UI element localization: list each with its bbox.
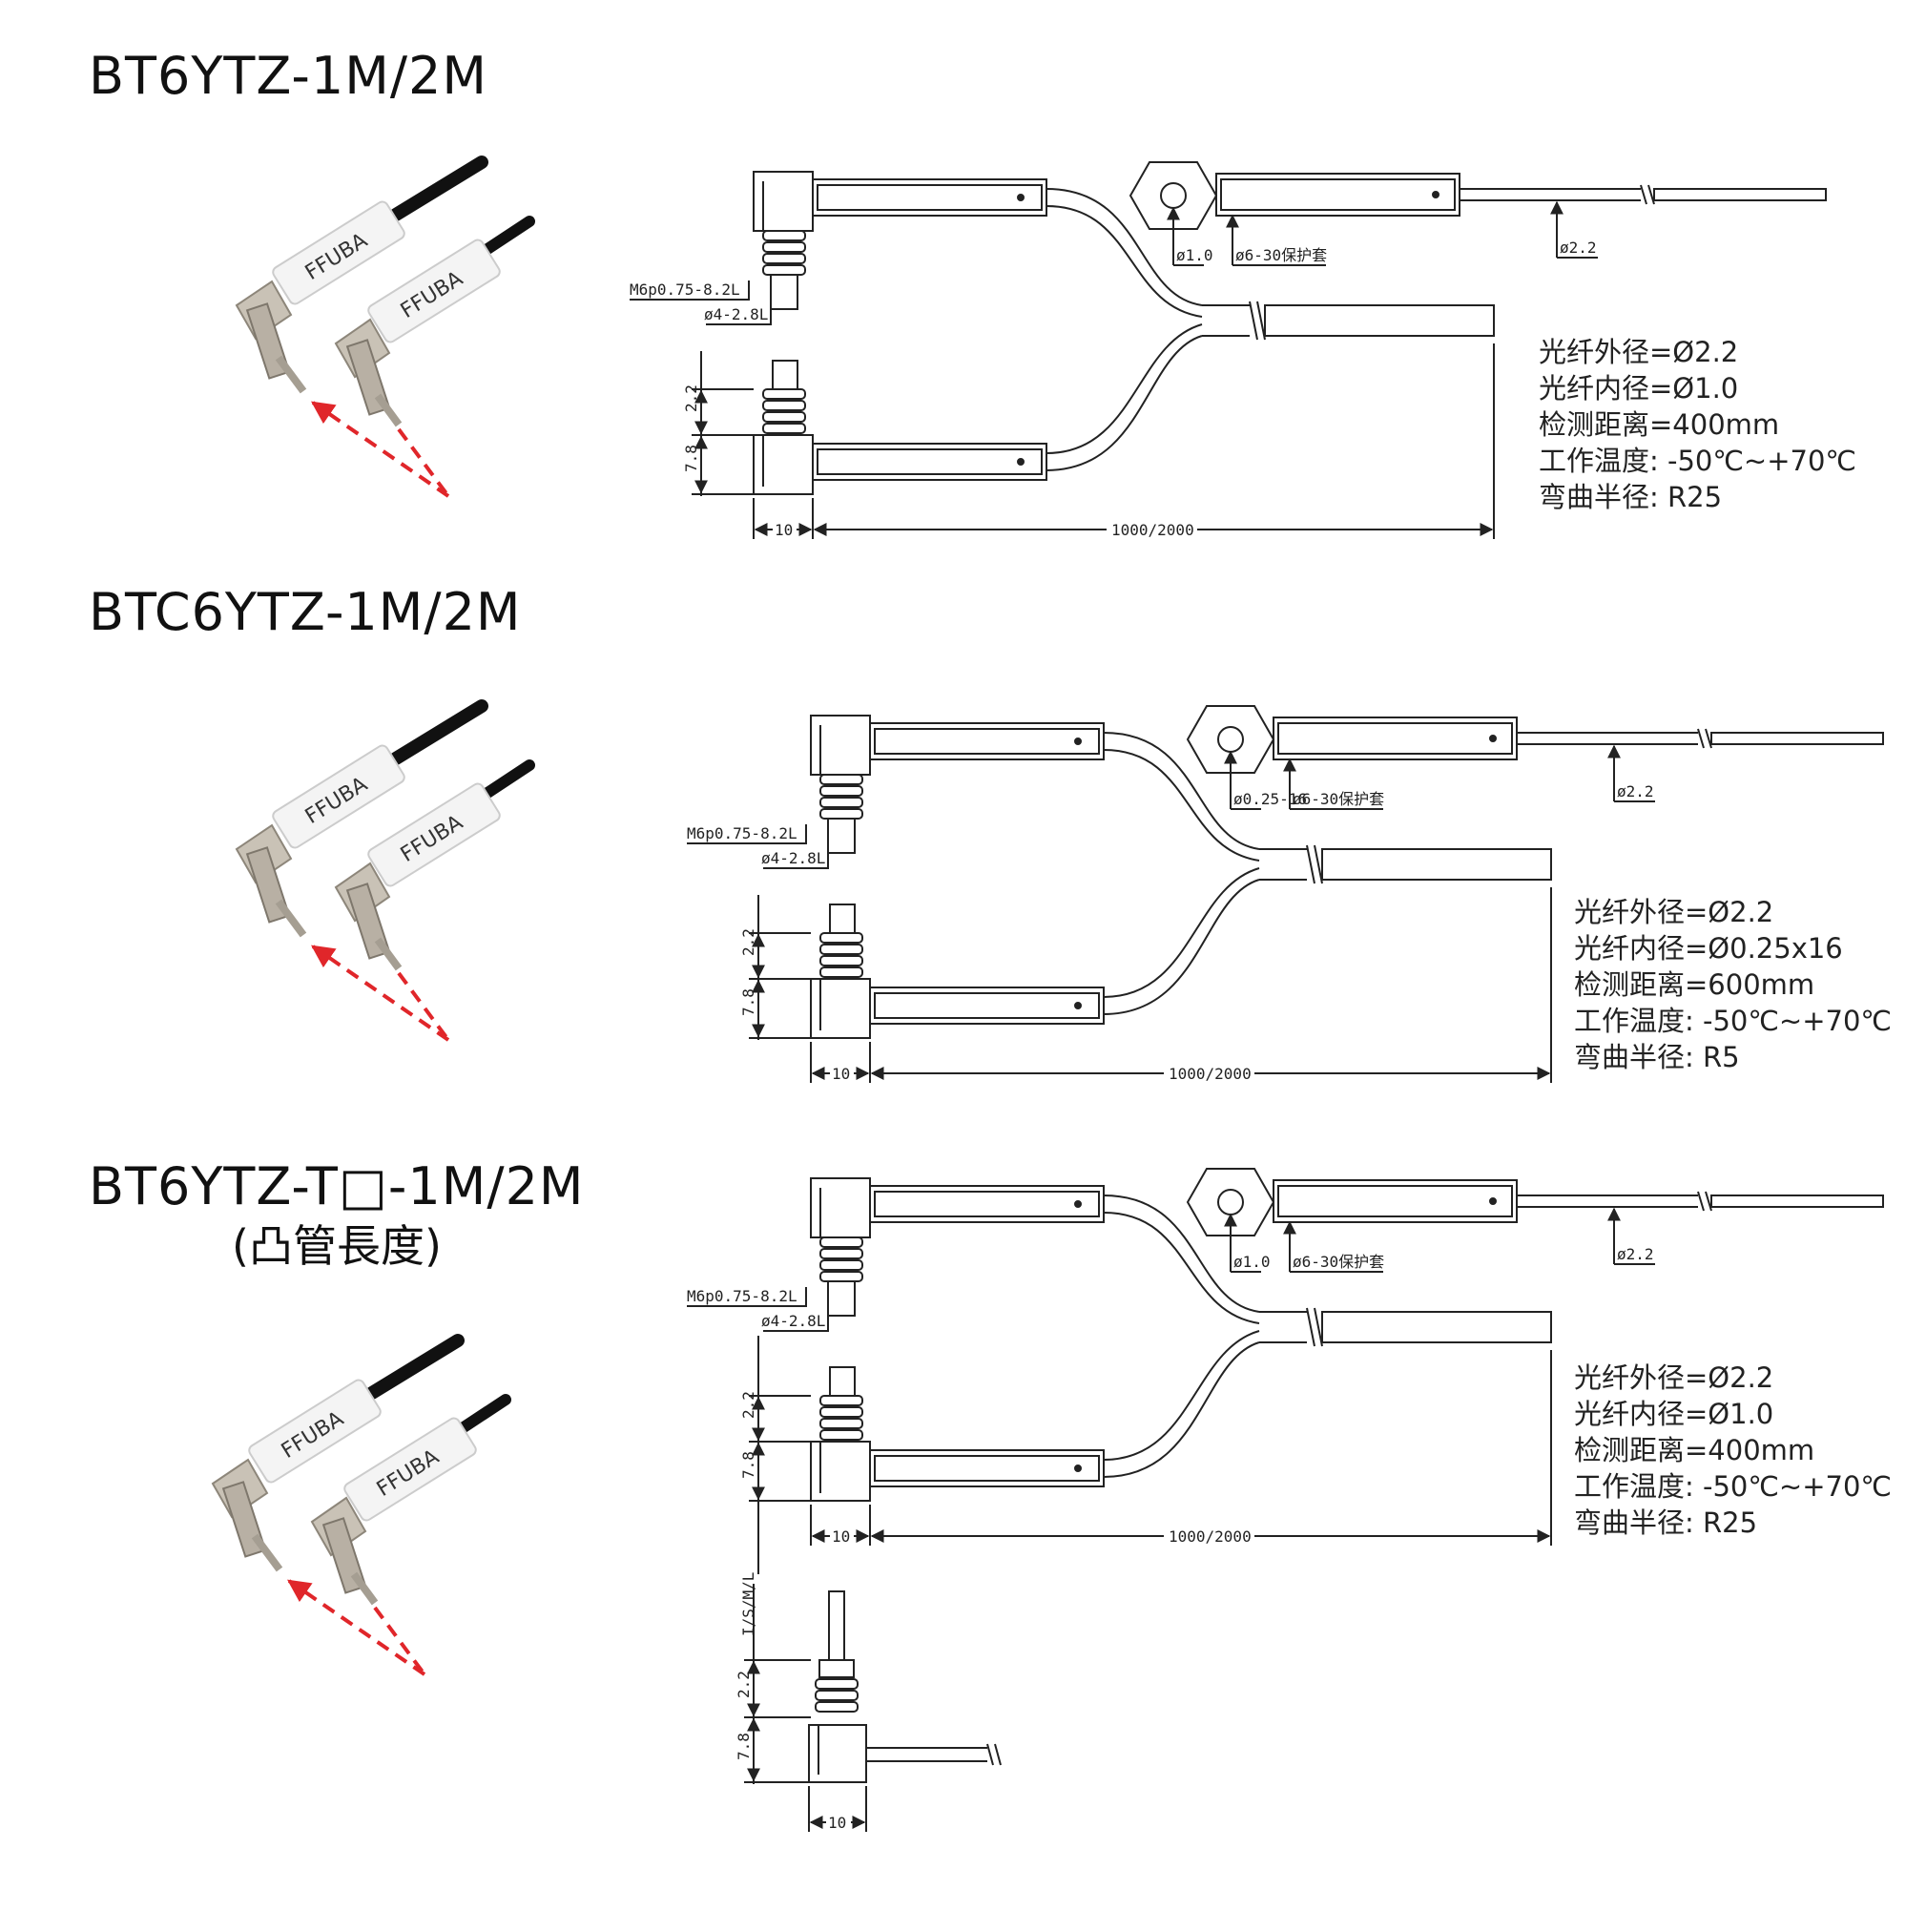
- detail-dim-2-2-label: 2.2: [735, 1671, 753, 1698]
- sensor-head-2: FFUBA: [334, 759, 535, 971]
- sleeve-dim-label: ø6-30保护套: [1293, 790, 1384, 808]
- dim-10-label: 10: [832, 1065, 850, 1083]
- core-dim-label: ø1.0: [1233, 1253, 1271, 1271]
- fiber-end-detail: [1186, 1168, 1884, 1236]
- sensor-head-1: FFUBA: [235, 699, 488, 938]
- spec-detection-distance: 检测距离=400mm: [1539, 408, 1780, 441]
- diagram-section-3: FFUBA FFUBA: [211, 1168, 1884, 1676]
- dim-2-2-label: 2.2: [682, 384, 700, 412]
- core-dim-label: ø1.0: [1176, 246, 1213, 264]
- spec-list-3: 光纤外径=Ø2.2 光纤内径=Ø1.0 检测距离=400mm 工作温度: -50…: [1574, 1360, 1892, 1541]
- diagram-section-2: FFUBA FFUBA: [235, 699, 1884, 1083]
- upper-sensor-head: [810, 715, 1105, 854]
- dimension-labels: M6p0.75-8.2L ø4-2.8L 2.2 7.8 10 1000/200…: [630, 239, 1597, 539]
- dim-7-8-label: 7.8: [739, 1451, 757, 1479]
- spec-operating-temp: 工作温度: -50℃~+70℃: [1574, 1470, 1892, 1503]
- extended-tube-detail: 2.2 7.8 10: [735, 1336, 1002, 1832]
- spec-inner-diameter: 光纤内径=Ø1.0: [1574, 1398, 1774, 1430]
- spec-inner-diameter: 光纤内径=Ø1.0: [1539, 372, 1739, 405]
- length-dim-label: 1000/2000: [1169, 1065, 1252, 1083]
- dim-7-8-label: 7.8: [682, 445, 700, 472]
- upper-sensor-head: [753, 171, 1047, 310]
- spec-detection-distance: 检测距离=400mm: [1574, 1434, 1815, 1466]
- technical-drawing: [630, 161, 1827, 539]
- lower-sensor-head: [810, 904, 1105, 1039]
- spec-bend-radius: 弯曲半径: R5: [1574, 1041, 1740, 1073]
- tip-dim-label: ø4-2.8L: [761, 1312, 825, 1330]
- spec-outer-diameter: 光纤外径=Ø2.2: [1574, 896, 1774, 928]
- detail-dim-7-8-label: 7.8: [735, 1733, 753, 1760]
- model-subtitle-3: (凸管長度): [232, 1220, 442, 1272]
- model-title-1: BT6YTZ-1M/2M: [89, 46, 487, 106]
- spec-operating-temp: 工作温度: -50℃~+70℃: [1574, 1005, 1892, 1037]
- spec-list-1: 光纤外径=Ø2.2 光纤内径=Ø1.0 检测距离=400mm 工作温度: -50…: [1539, 334, 1856, 515]
- dim-7-8-label: 7.8: [739, 988, 757, 1016]
- upper-sensor-head: [810, 1177, 1105, 1317]
- dim-10-label: 10: [832, 1527, 850, 1546]
- technical-drawing: [687, 1168, 1884, 1546]
- spec-list-2: 光纤外径=Ø2.2 光纤内径=Ø0.25x16 检测距离=600mm 工作温度:…: [1574, 894, 1892, 1075]
- sensor-head-1: FFUBA: [211, 1334, 465, 1572]
- spec-bend-radius: 弯曲半径: R25: [1574, 1506, 1758, 1539]
- sensor-head-2: FFUBA: [310, 1394, 511, 1606]
- detection-beam: [287, 1579, 426, 1676]
- product-photo: FFUBA FFUBA: [235, 156, 535, 498]
- cable-dim-label: ø2.2: [1617, 1245, 1654, 1263]
- thread-dim-label: M6p0.75-8.2L: [687, 824, 797, 842]
- spec-outer-diameter: 光纤外径=Ø2.2: [1539, 336, 1739, 368]
- core-dim-label: ø0.25-16: [1233, 790, 1307, 808]
- dim-2-2-label: 2.2: [739, 1391, 757, 1419]
- product-photo: FFUBA FFUBA: [235, 699, 535, 1042]
- lower-sensor-head: [810, 1366, 1105, 1502]
- tip-dim-label: ø4-2.8L: [704, 305, 768, 323]
- detection-beam: [311, 945, 450, 1042]
- dim-2-2-label: 2.2: [739, 928, 757, 956]
- detection-beam: [311, 401, 450, 498]
- detail-dim-10-label: 10: [828, 1814, 846, 1832]
- model-title-2: BTC6YTZ-1M/2M: [89, 582, 522, 642]
- fiber-end-detail: [1186, 705, 1884, 774]
- sleeve-dim-label: ø6-30保护套: [1235, 246, 1327, 264]
- cable-dim-label: ø2.2: [1560, 239, 1597, 257]
- sleeve-dim-label: ø6-30保护套: [1293, 1253, 1384, 1271]
- tip-dim-label: ø4-2.8L: [761, 849, 825, 867]
- cable-dim-label: ø2.2: [1617, 782, 1654, 800]
- spec-detection-distance: 检测距离=600mm: [1574, 968, 1815, 1001]
- model-title-3: BT6YTZ-T□-1M/2M: [89, 1156, 585, 1216]
- thread-dim-label: M6p0.75-8.2L: [687, 1287, 797, 1305]
- product-photo: FFUBA FFUBA: [211, 1334, 511, 1676]
- dim-10-label: 10: [775, 521, 793, 539]
- length-dim-label: 1000/2000: [1111, 521, 1194, 539]
- length-dim-label: 1000/2000: [1169, 1527, 1252, 1546]
- dimension-labels: M6p0.75-8.2L ø4-2.8L 2.2 7.8 10 1000/200…: [687, 1245, 1654, 1636]
- spec-bend-radius: 弯曲半径: R25: [1539, 481, 1723, 513]
- technical-drawing: [687, 705, 1884, 1083]
- dimension-labels: M6p0.75-8.2L ø4-2.8L 2.2 7.8 10 1000/200…: [687, 782, 1654, 1083]
- spec-inner-diameter: 光纤内径=Ø0.25x16: [1574, 932, 1843, 965]
- diagram-section-1: FFUBA FFUBA: [235, 156, 1827, 539]
- spec-operating-temp: 工作温度: -50℃~+70℃: [1539, 445, 1856, 477]
- lower-sensor-head: [753, 360, 1047, 495]
- spec-outer-diameter: 光纤外径=Ø2.2: [1574, 1361, 1774, 1394]
- thread-dim-label: M6p0.75-8.2L: [630, 280, 740, 299]
